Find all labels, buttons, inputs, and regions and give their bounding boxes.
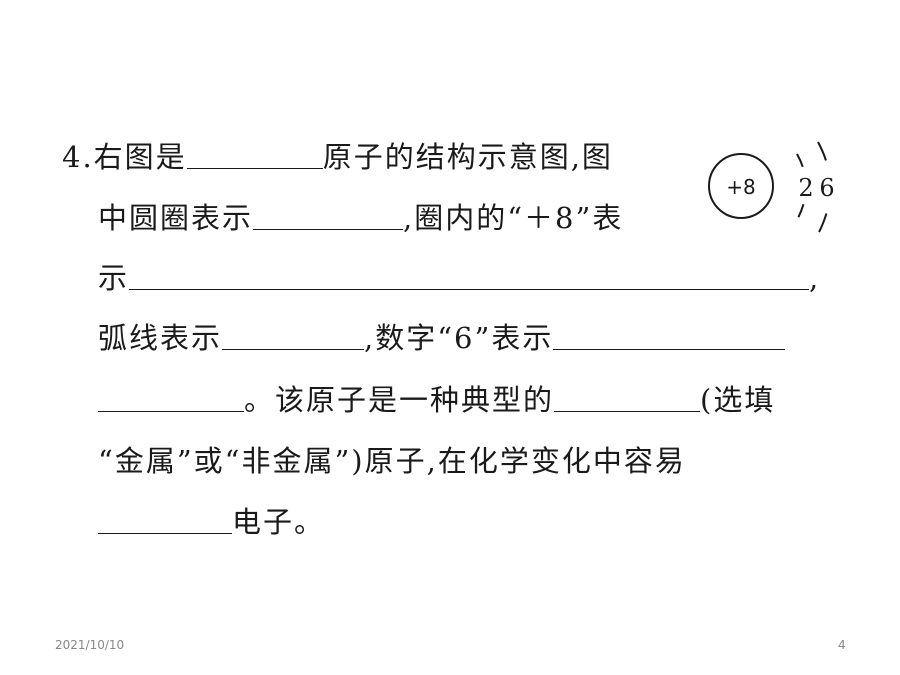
text-segment: 右图是 — [93, 140, 187, 174]
answer-blank-2[interactable] — [253, 201, 404, 230]
footer-date: 2021/10/10 — [55, 638, 125, 652]
answer-blank-6[interactable] — [554, 383, 701, 412]
text-segment: “金属”或“非金属”)原子,在化学变化中容易 — [98, 444, 686, 478]
text-segment: , — [809, 261, 821, 295]
question-line-4: 弧线表示 ,数字“6”表示 — [98, 318, 786, 358]
nucleus-label: +8 — [726, 175, 755, 199]
page-number: 4 — [838, 638, 846, 652]
question-line-1: 4.右图是 原子的结构示意图,图 — [62, 137, 613, 177]
text-segment: 电子。 — [232, 505, 326, 539]
answer-blank-1[interactable] — [186, 140, 323, 169]
text-segment: 中圆圈表示 — [98, 201, 254, 235]
text-segment: 弧线表示 — [98, 321, 223, 355]
atom-structure-diagram: +8 2 6 — [708, 141, 835, 237]
nucleus-circle — [708, 153, 774, 219]
question-line-6: “金属”或“非金属”)原子,在化学变化中容易 — [98, 441, 686, 481]
text-segment: ,圈内的“＋8”表 — [403, 201, 624, 235]
shell-1-electron-count: 2 — [798, 174, 813, 202]
electron-shell-2-arc — [816, 141, 832, 237]
text-segment: (选填 — [700, 383, 776, 417]
electron-shell-1-arc — [796, 153, 807, 221]
answer-blank-7[interactable] — [98, 505, 232, 534]
question-line-2: 中圆圈表示 ,圈内的“＋8”表 — [98, 198, 623, 238]
answer-blank-5[interactable] — [553, 321, 786, 350]
text-segment: 示 — [98, 261, 130, 295]
answer-blank-3[interactable] — [129, 261, 810, 290]
text-segment: ,数字“6”表示 — [364, 321, 554, 355]
answer-blank-5-cont[interactable] — [98, 383, 244, 412]
question-number: 4. — [62, 140, 94, 174]
question-line-3: 示, — [98, 258, 820, 298]
answer-blank-4[interactable] — [222, 321, 365, 350]
question-line-7: 电子。 — [98, 502, 325, 542]
text-segment: 。该原子是一种典型的 — [244, 383, 555, 417]
text-segment: 原子的结构示意图,图 — [322, 140, 613, 174]
shell-2-electron-count: 6 — [819, 174, 834, 202]
question-line-5: 。该原子是一种典型的 (选填 — [98, 380, 775, 420]
